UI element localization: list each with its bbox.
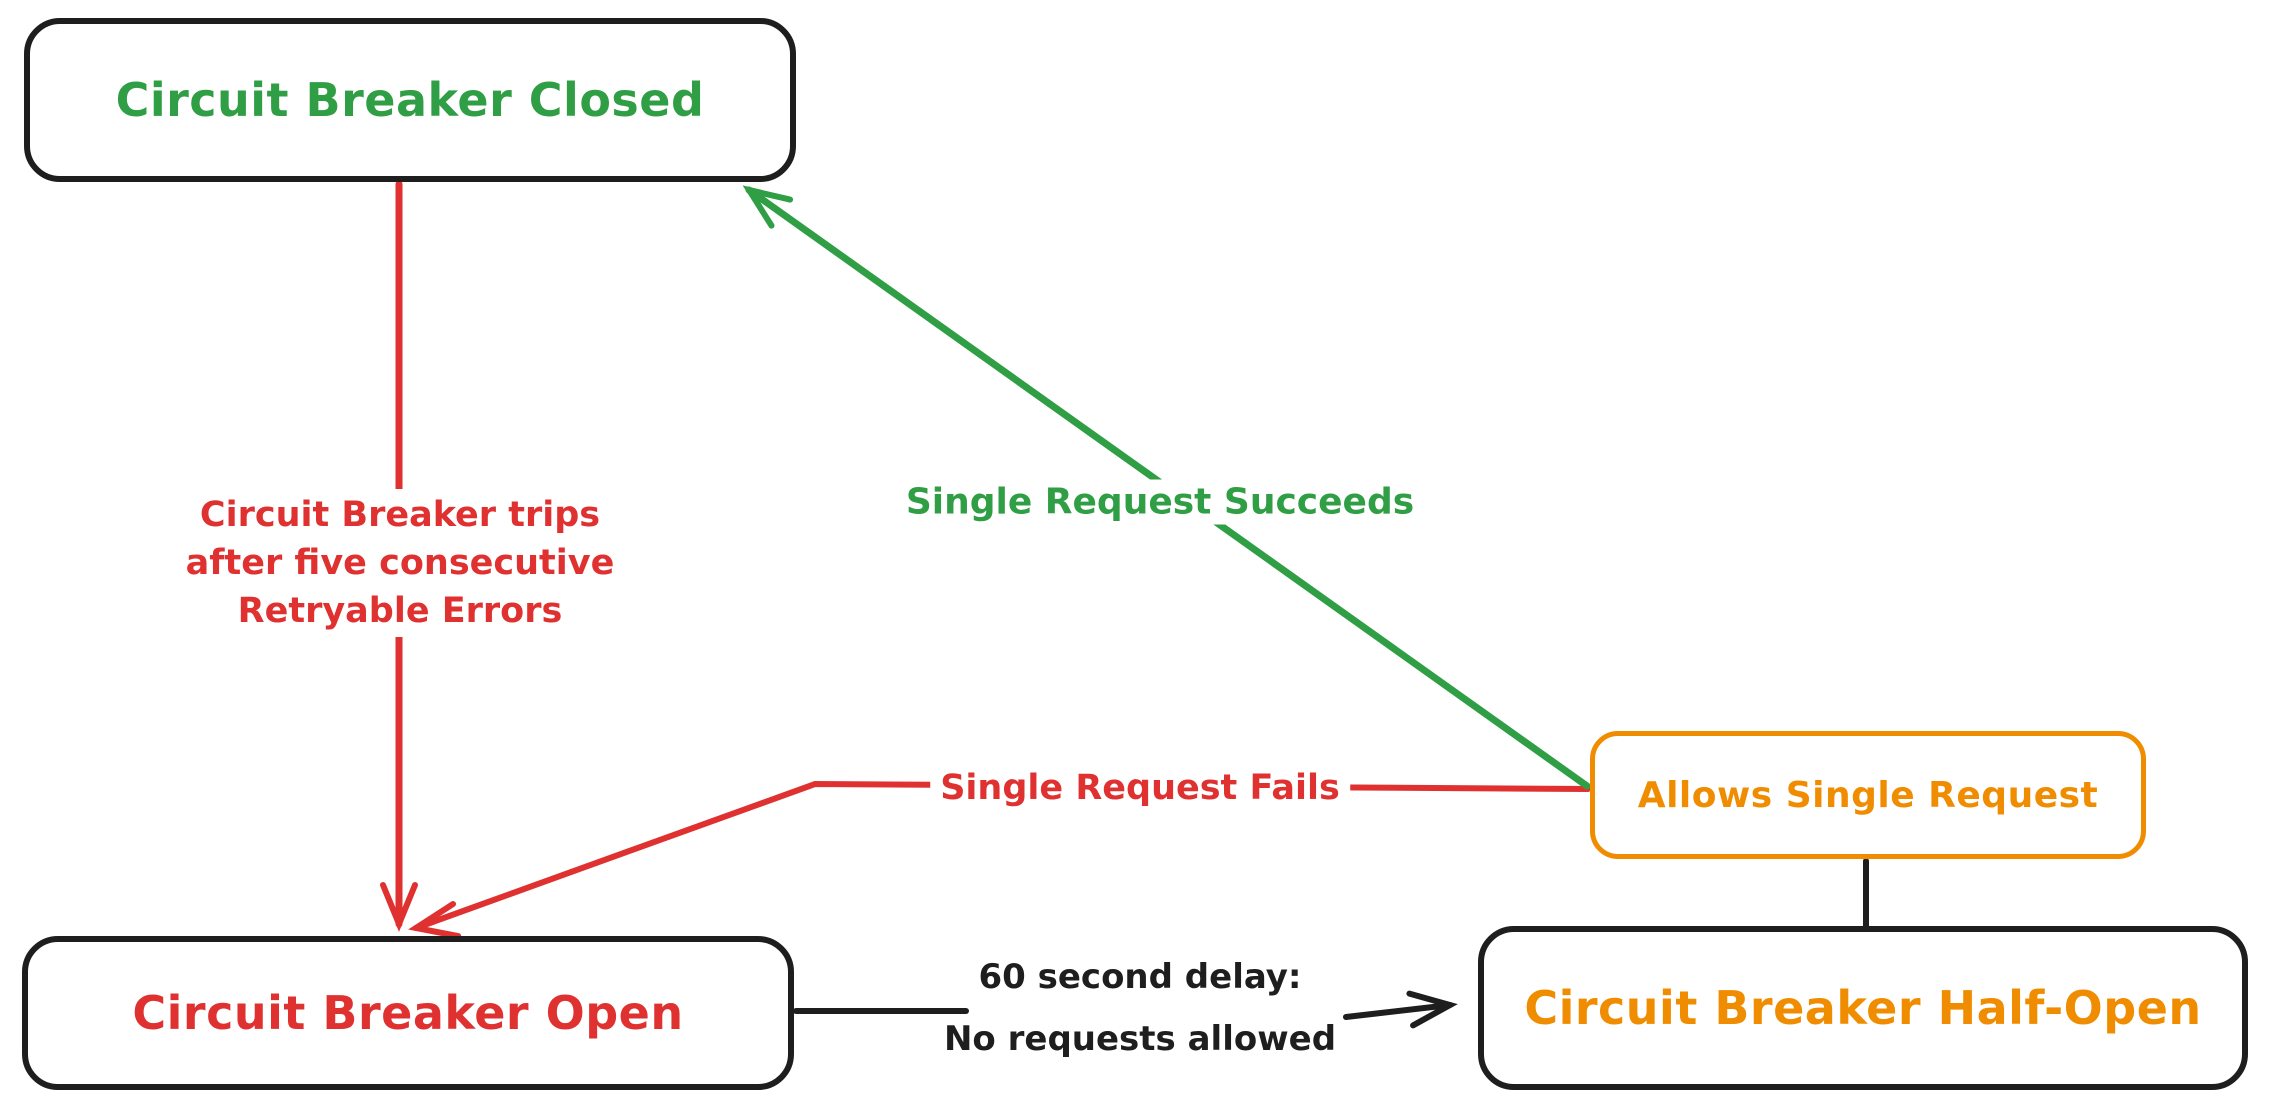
- edge-label-trips: Circuit Breaker trips after five consecu…: [175, 489, 625, 637]
- edge-label-trips-line-2: after five consecutive: [185, 543, 615, 583]
- state-label-open: Circuit Breaker Open: [132, 986, 684, 1040]
- edge-label-delay-line-2: No requests allowed: [943, 1019, 1337, 1059]
- node-allows-single-request: Allows Single Request: [1590, 731, 2146, 859]
- edge-label-delay-line-1: 60 second delay:: [978, 957, 1302, 997]
- state-label-closed: Circuit Breaker Closed: [115, 73, 705, 127]
- edge-label-delay: 60 second delay: No requests allowed: [934, 944, 1346, 1072]
- edge-label-succeeds: Single Request Succeeds: [895, 479, 1425, 525]
- edge-label-trips-line-1: Circuit Breaker trips: [199, 495, 601, 535]
- state-label-half-open: Circuit Breaker Half-Open: [1524, 981, 2202, 1035]
- edge-delay-arrow: [1343, 990, 1458, 1029]
- edge-label-trips-line-3: Retryable Errors: [237, 591, 563, 631]
- edge-label-fails: Single Request Fails: [930, 766, 1350, 810]
- state-node-open: Circuit Breaker Open: [22, 936, 794, 1090]
- state-node-closed: Circuit Breaker Closed: [24, 18, 796, 182]
- label-allows-single-request: Allows Single Request: [1637, 774, 2099, 816]
- state-node-half-open: Circuit Breaker Half-Open: [1478, 926, 2248, 1090]
